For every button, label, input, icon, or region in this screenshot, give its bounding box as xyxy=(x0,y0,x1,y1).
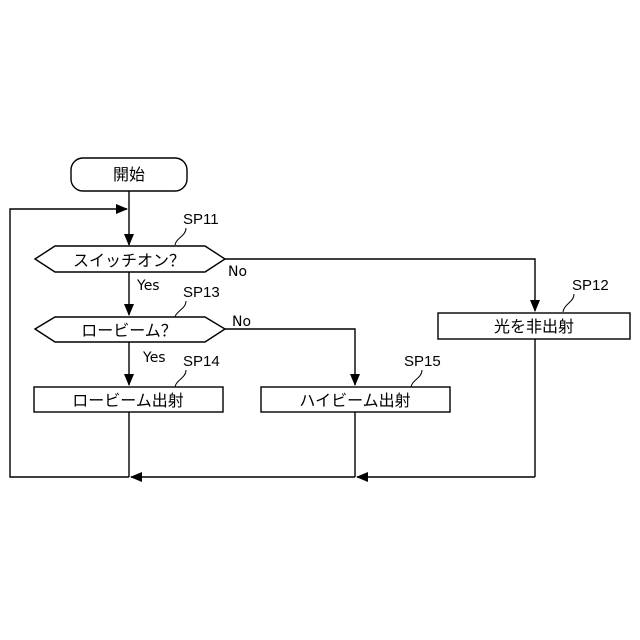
process-low-beam-label: ロービーム出射 xyxy=(72,391,184,410)
process-no-light-label: 光を非出射 xyxy=(494,317,574,336)
low-beam-yes-label: Yes xyxy=(142,350,166,366)
callout-sp12 xyxy=(563,294,574,312)
switch-no-label: No xyxy=(228,264,247,280)
decision-low-beam-label: ロービーム？ xyxy=(81,321,177,340)
connector-switch-no xyxy=(225,259,535,311)
step-sp15: SP15 xyxy=(404,353,441,370)
process-high-beam-label: ハイビーム出射 xyxy=(299,391,410,410)
callout-sp11 xyxy=(175,228,186,245)
callout-sp13 xyxy=(175,301,186,317)
start-label: 開始 xyxy=(113,165,145,184)
step-sp11: SP11 xyxy=(183,211,219,228)
switch-yes-label: Yes xyxy=(136,278,160,294)
low-beam-no-label: No xyxy=(232,314,251,330)
callout-sp15 xyxy=(411,370,422,387)
decision-switch-on-label: スイッチオン？ xyxy=(73,251,185,270)
step-sp14: SP14 xyxy=(183,353,220,370)
connector-low-beam-no xyxy=(225,329,355,385)
callout-sp14 xyxy=(175,370,186,387)
step-sp12: SP12 xyxy=(572,277,609,294)
step-sp13: SP13 xyxy=(183,284,220,301)
